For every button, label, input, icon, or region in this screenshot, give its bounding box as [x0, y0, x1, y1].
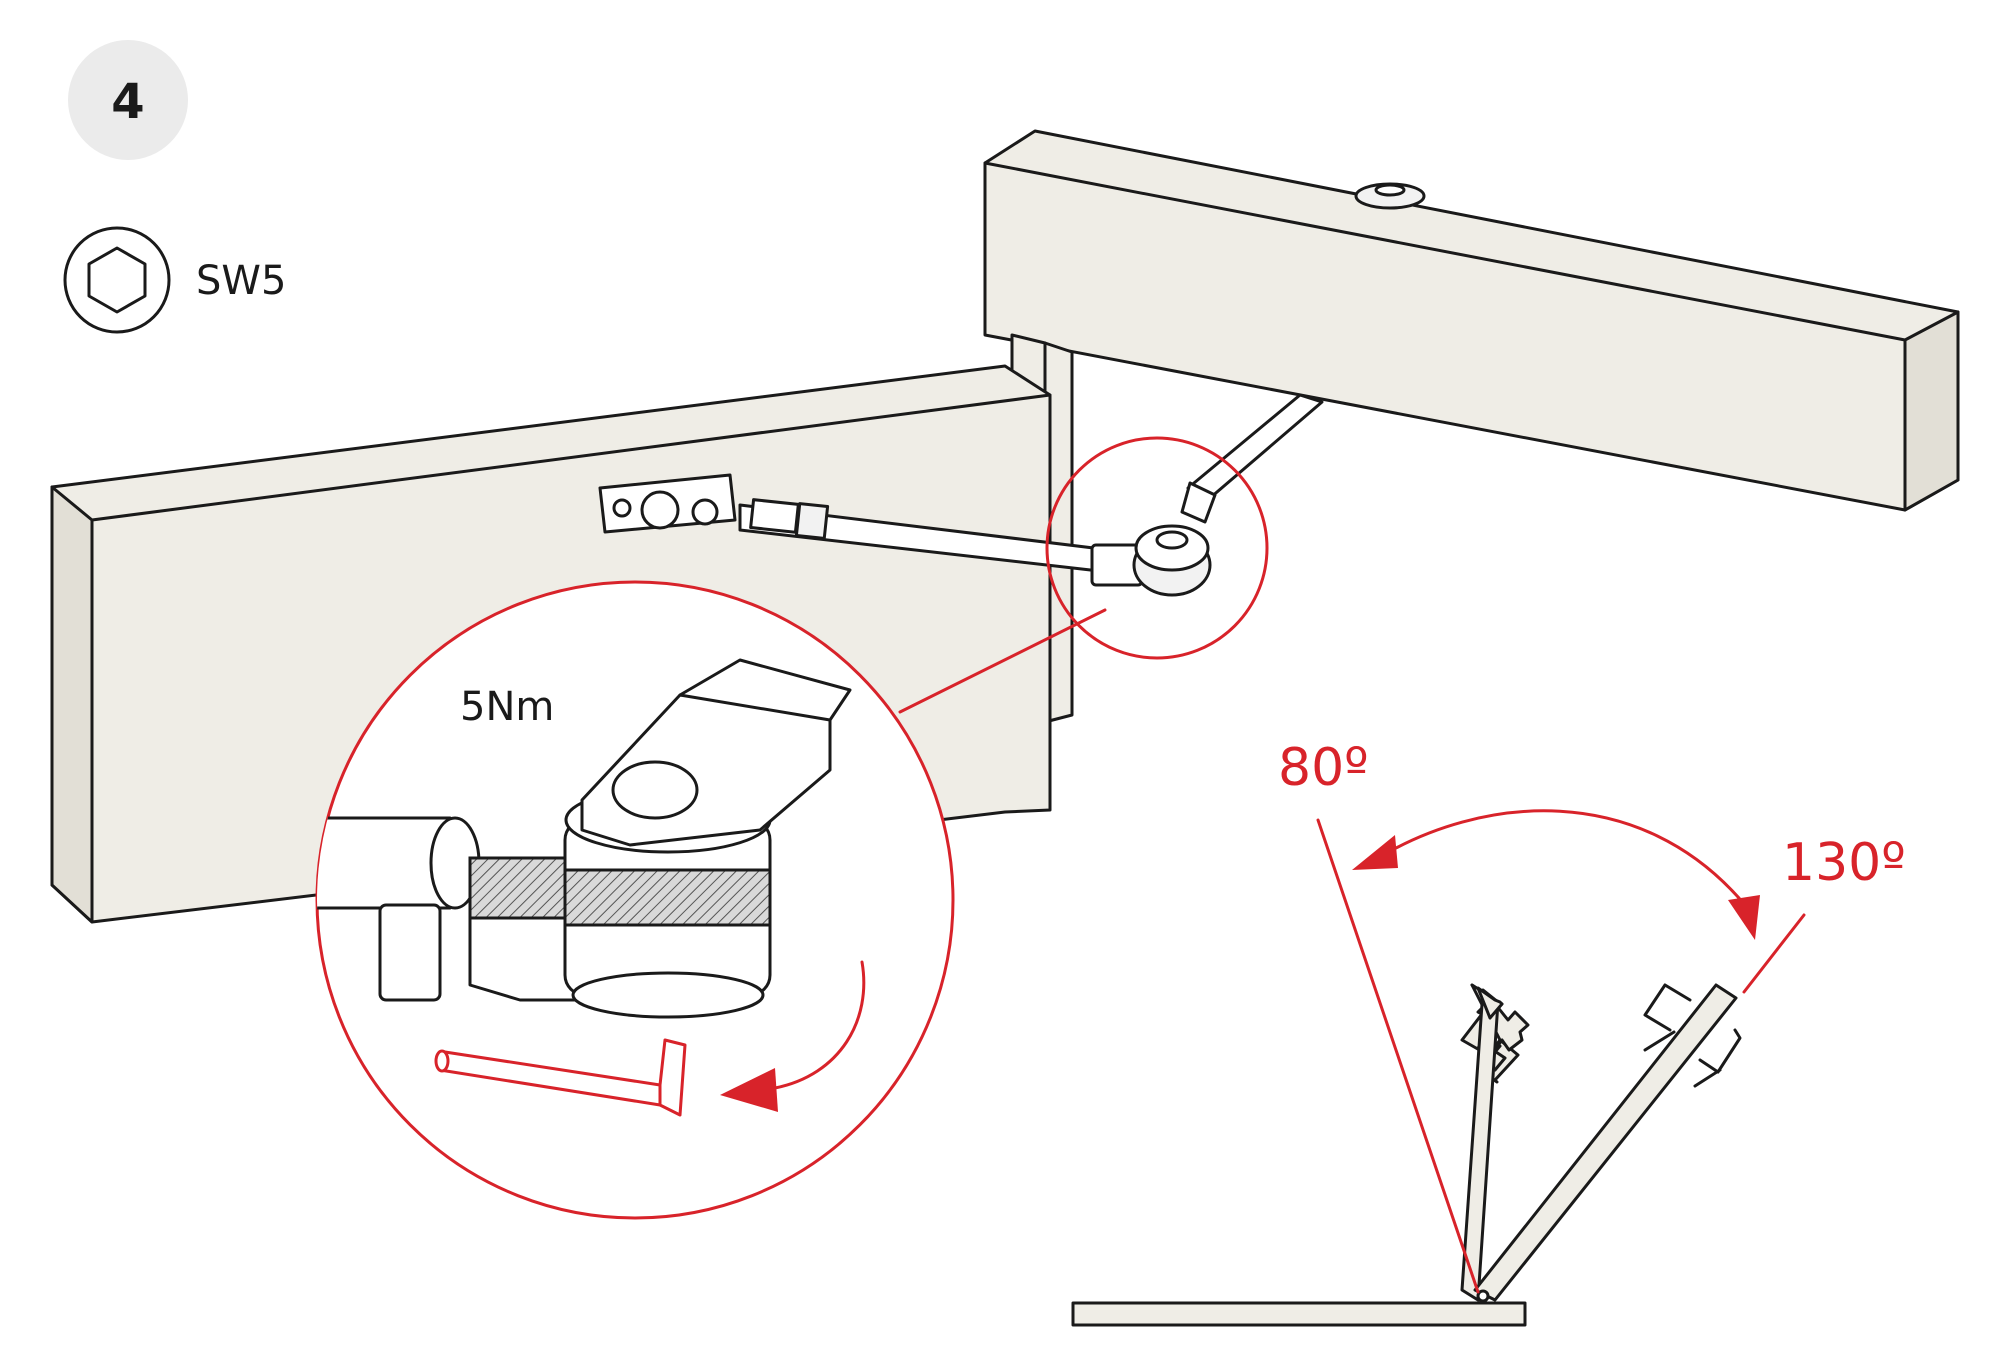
opening-angle-schematic: 80º 130º [1071, 738, 1906, 1327]
plan-bracket-top [1643, 983, 1692, 1032]
plan-bracket-bottom [1698, 1028, 1742, 1074]
angle-arc [1373, 809, 1747, 907]
ray-80 [1316, 818, 1480, 1294]
arc-arrow-left-icon [1352, 835, 1398, 870]
hinge-point [1476, 1289, 1490, 1303]
arc-arrow-right-icon [1728, 895, 1760, 940]
tool-indicator: SW5 [63, 226, 286, 334]
step-number: 4 [111, 74, 144, 130]
zoom-leader-line [898, 608, 1107, 714]
zoom-detail [317, 658, 866, 1117]
tool-size-label: SW5 [196, 258, 286, 304]
hex-key-tool [434, 1038, 687, 1117]
angle-min-label: 80º [1278, 738, 1369, 798]
ray-130 [1742, 913, 1806, 994]
door-frame-header [983, 129, 1960, 730]
door-plan-leaf [1473, 983, 1738, 1302]
closer-arm [598, 393, 1324, 597]
torque-label: 5Nm [460, 684, 554, 730]
angle-max-label: 130º [1782, 833, 1906, 893]
step-badge-circle [68, 40, 188, 160]
hex-key-icon [63, 226, 171, 334]
frame-plan [1071, 1301, 1527, 1327]
zoom-source-circle [1045, 436, 1269, 660]
step-badge: 4 [68, 40, 188, 160]
rotation-arrow-icon [720, 1068, 778, 1112]
